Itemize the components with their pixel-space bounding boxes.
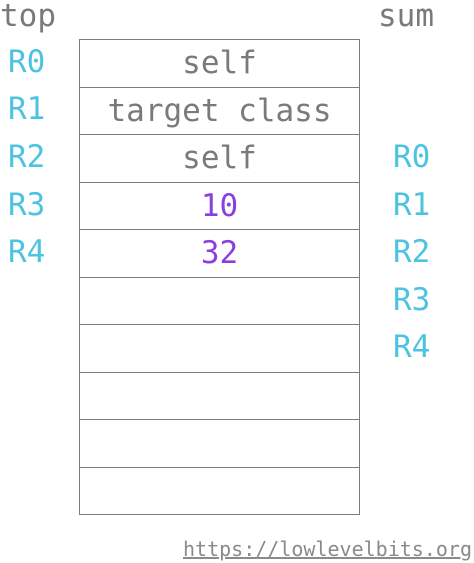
source-link[interactable]: https://lowlevelbits.org [183, 537, 472, 561]
top-register-r4: R4 [8, 234, 46, 270]
sum-register-r3: R3 [393, 282, 431, 318]
register-stack: self target class self 10 32 [79, 39, 360, 515]
stack-slot-3: 10 [80, 183, 359, 230]
top-column-header: top [0, 0, 56, 34]
sum-register-r4: R4 [393, 329, 431, 365]
sum-register-r2: R2 [393, 234, 431, 270]
top-register-r1: R1 [8, 91, 46, 127]
top-register-r0: R0 [8, 44, 46, 80]
stack-slot-4: 32 [80, 230, 359, 278]
stack-slot-8 [80, 420, 359, 468]
stack-slot-7 [80, 373, 359, 420]
top-register-r2: R2 [8, 139, 46, 175]
stack-slot-2: self [80, 135, 359, 183]
sum-register-r0: R0 [393, 139, 431, 175]
sum-column-header: sum [378, 0, 434, 34]
top-register-r3: R3 [8, 187, 46, 223]
stack-slot-1: target class [80, 88, 359, 135]
stack-slot-5 [80, 278, 359, 325]
stack-slot-6 [80, 325, 359, 373]
stack-slot-0: self [80, 40, 359, 88]
sum-register-r1: R1 [393, 187, 431, 223]
stack-slot-9 [80, 468, 359, 515]
